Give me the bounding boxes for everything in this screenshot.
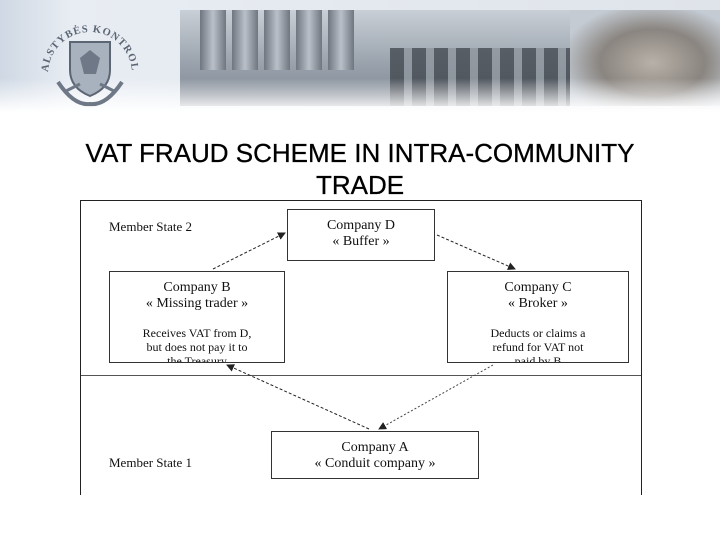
company-b-role: « Missing trader » [145, 296, 249, 311]
company-b-note-1: Receives VAT from D, [142, 326, 252, 340]
company-c-note-3: paid by B [514, 354, 562, 363]
company-c-note-1: Deducts or claims a [490, 326, 586, 340]
company-a-box: Company A « Conduit company » [271, 431, 479, 479]
member-state-2-label: Member State 2 [109, 219, 193, 234]
fraud-scheme-diagram: Member State 2 Member State 1 Company D … [80, 200, 642, 495]
state-divider [81, 375, 641, 376]
company-b-box: Company B « Missing trader » Receives VA… [109, 271, 285, 363]
company-c-box: Company C « Broker » Deducts or claims a… [447, 271, 629, 363]
company-b-name: Company B [163, 280, 231, 295]
page-title: VAT FRAUD SCHEME IN INTRA-COMMUNITY TRAD… [0, 137, 720, 201]
title-line-2: TRADE [315, 170, 405, 201]
company-b-note-3: the Treasury [167, 354, 227, 363]
arrow-b-to-d [212, 232, 286, 270]
company-c-role: « Broker » [508, 296, 568, 311]
company-a-role: « Conduit company » [314, 456, 436, 471]
company-d-name: Company D [326, 218, 396, 233]
company-c-note-2: refund for VAT not [492, 340, 584, 354]
header-banner: VALSTYBĖS KONTROLĖ [0, 0, 720, 112]
member-state-1-label: Member State 1 [109, 455, 193, 470]
company-d-role: « Buffer » [332, 234, 390, 249]
arrow-d-to-c [436, 234, 516, 270]
company-c-name: Company C [504, 280, 572, 295]
company-d-box: Company D « Buffer » [287, 209, 435, 261]
company-b-note-2: but does not pay it to [146, 340, 248, 354]
state-audit-logo: VALSTYBĖS KONTROLĖ [34, 12, 139, 107]
title-line-1: VAT FRAUD SCHEME IN INTRA-COMMUNITY [85, 138, 635, 169]
company-a-name: Company A [341, 440, 409, 455]
